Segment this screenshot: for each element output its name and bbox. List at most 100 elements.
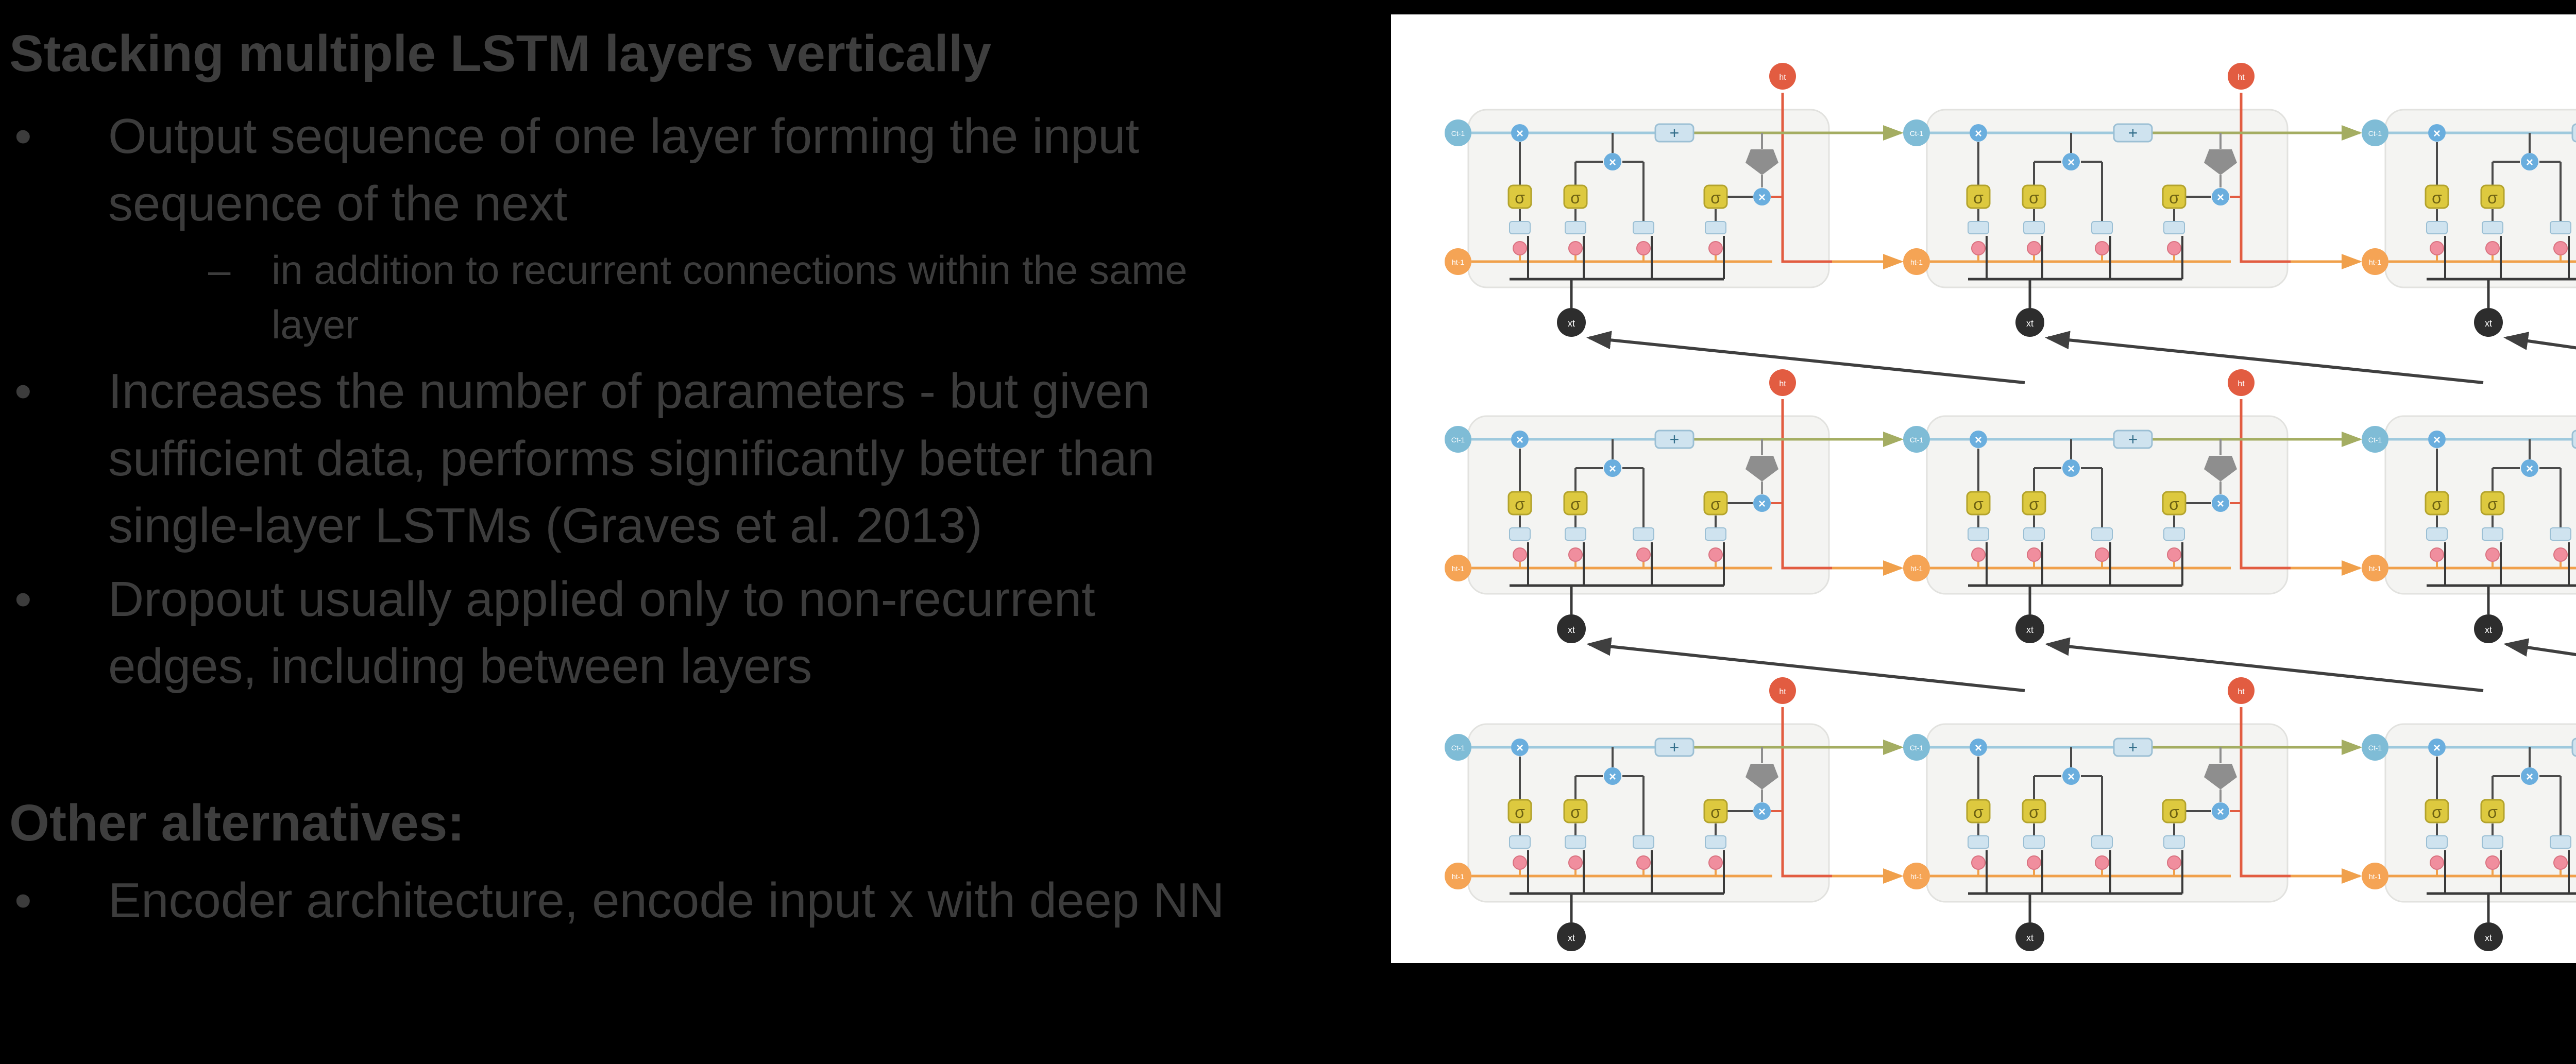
gate-connectors: [1519, 747, 1763, 836]
gate-connectors: [2436, 747, 2562, 836]
svg-text:ht-1: ht-1: [1910, 258, 1923, 266]
mult-nodes: × × ×: [1511, 431, 1771, 512]
layer-stacking-arrow: [2045, 637, 2484, 692]
mult-icon: [1753, 802, 1771, 820]
svg-text:ht-1: ht-1: [2369, 258, 2381, 266]
c-prev-node: [1445, 119, 1471, 146]
sigma-gates: σ σ σ: [2425, 184, 2505, 209]
svg-text:ht: ht: [1779, 73, 1786, 82]
bullet-marker: •: [14, 872, 32, 928]
forget-gate-icon: [1507, 491, 1532, 516]
add-node: +: [2571, 737, 2576, 757]
layer-stacking-arrow: [2503, 332, 2576, 350]
tanh-pentagon-icon: [1745, 764, 1778, 790]
x-input-line: [1510, 236, 1725, 308]
add-node: +: [2571, 123, 2576, 143]
h-out-line: [2240, 707, 2291, 878]
h-in-line: [1471, 562, 1772, 570]
svg-text:σ: σ: [1973, 188, 1984, 207]
svg-text:×: ×: [2217, 191, 2224, 204]
state-circles: Ct-1 ht-1 ht xt: [2362, 734, 2503, 951]
state-circles: Ct-1 ht-1 ht xt: [1903, 63, 2255, 337]
svg-text:×: ×: [2433, 127, 2441, 141]
mult-icon: [2428, 431, 2446, 448]
add-node: +: [1654, 737, 1694, 757]
sigma-gates: σ σ σ: [1507, 184, 1728, 209]
svg-text:×: ×: [2433, 433, 2441, 447]
mult-icon: [2212, 494, 2229, 512]
output-gate-icon: [2162, 799, 2187, 823]
state-circles: Ct-1 ht-1 ht xt: [2362, 119, 2503, 337]
svg-text:×: ×: [2526, 462, 2533, 476]
sigma-gates: σ σ σ: [1966, 184, 2187, 209]
svg-text:ht-1: ht-1: [1452, 258, 1464, 266]
forget-gate-icon: [2425, 799, 2449, 823]
cell-body: [1926, 109, 2289, 288]
input-gate-icon: [2022, 184, 2046, 209]
cell-body: [1467, 109, 1830, 288]
cell-body: [1926, 415, 2289, 595]
h-in-line: [1471, 255, 1772, 263]
x-input-node: [2474, 614, 2503, 643]
svg-text:σ: σ: [1570, 803, 1581, 821]
mult-icon: [2212, 802, 2229, 820]
mult-icon: [2428, 739, 2446, 756]
svg-text:ht: ht: [1779, 688, 1786, 696]
svg-text:xt: xt: [2026, 625, 2033, 635]
svg-text:σ: σ: [1515, 495, 1525, 513]
layer-stacking-arrow: [2045, 331, 2484, 384]
mult-nodes: × × ×: [1970, 124, 2229, 205]
text-column: Stacking multiple LSTM layers vertically…: [9, 0, 1287, 935]
lstm-cell-r2-c1: σ σ σ × × × +: [1445, 369, 1832, 643]
state-circles: Ct-1 ht-1 ht xt: [1903, 677, 2255, 951]
add-node: +: [2113, 430, 2153, 449]
svg-text:Ct-1: Ct-1: [1910, 129, 1924, 138]
mult-icon: [1604, 459, 1621, 477]
x-input-node: [2015, 922, 2044, 951]
svg-text:ht-1: ht-1: [1910, 564, 1923, 573]
svg-text:xt: xt: [1568, 318, 1575, 329]
bullet-item-4: • Encoder architecture, encode input x w…: [9, 867, 1225, 935]
svg-text:×: ×: [2067, 462, 2075, 476]
mult-nodes: × × ×: [2428, 124, 2538, 170]
mult-icon: [1753, 188, 1771, 205]
add-node: +: [1654, 123, 1694, 143]
input-gate-icon: [2022, 491, 2046, 516]
cell-body: [1926, 723, 2289, 903]
svg-text:×: ×: [1516, 741, 1523, 755]
svg-text:×: ×: [1758, 191, 1766, 204]
bullet-text-2: Increases the number of parameters - but…: [108, 364, 1155, 554]
svg-text:×: ×: [1516, 433, 1523, 447]
svg-text:×: ×: [1609, 156, 1616, 169]
svg-text:σ: σ: [2432, 188, 2442, 207]
svg-text:xt: xt: [2485, 318, 2492, 329]
svg-text:×: ×: [2526, 156, 2533, 169]
svg-text:+: +: [2128, 124, 2138, 142]
svg-text:×: ×: [2433, 741, 2441, 755]
svg-text:σ: σ: [2432, 495, 2442, 513]
bullet-text-4: Encoder architecture, encode input x wit…: [108, 872, 1225, 928]
x-input-node: [2015, 614, 2044, 643]
c-prev-node: [1903, 734, 1930, 761]
svg-text:σ: σ: [2029, 495, 2039, 513]
svg-text:ht-1: ht-1: [1452, 872, 1464, 881]
mult-icon: [2428, 124, 2446, 142]
c-prev-node: [1903, 426, 1930, 453]
h-out-node: [1769, 63, 1796, 90]
bias-nodes: [1971, 241, 2181, 255]
weight-rects: [2426, 835, 2571, 849]
svg-text:×: ×: [1975, 741, 1982, 755]
slide-title: Stacking multiple LSTM layers vertically: [9, 25, 992, 82]
gate-connectors: [1977, 133, 2222, 221]
svg-text:Ct-1: Ct-1: [2368, 436, 2382, 444]
mult-icon: [1970, 431, 1987, 448]
tanh-pentagon-icon: [1745, 456, 1778, 482]
input-gate-icon: [2480, 184, 2505, 209]
bullet-marker: •: [14, 109, 32, 164]
forget-gate-icon: [2425, 184, 2449, 209]
forget-gate-icon: [1966, 184, 1991, 209]
gate-connectors: [1519, 439, 1763, 528]
svg-text:σ: σ: [2029, 803, 2039, 821]
h-prev-node: [1903, 863, 1930, 889]
output-gate-icon: [1703, 184, 1728, 209]
